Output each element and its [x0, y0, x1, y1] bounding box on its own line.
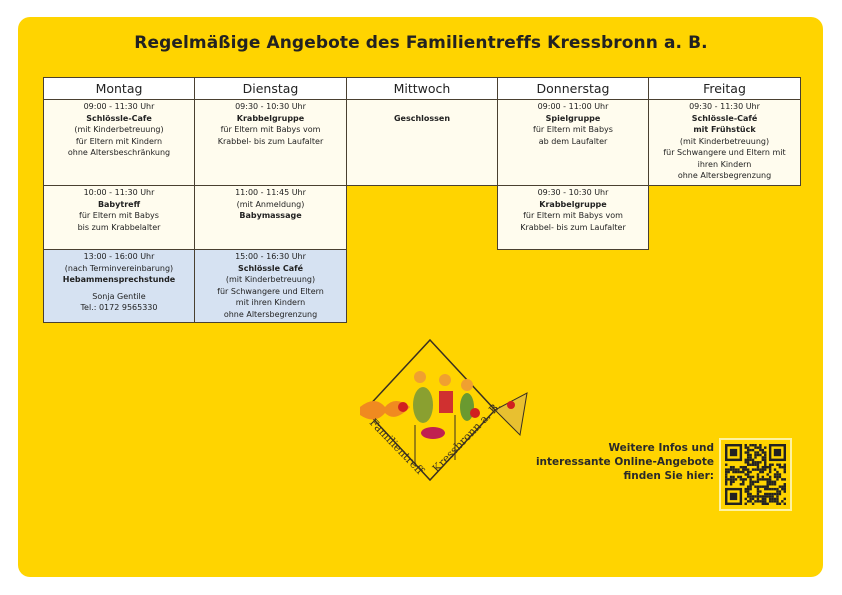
offer-time: 13:00 - 16:00 Uhr	[83, 252, 155, 261]
offer-name: mit Frühstück	[693, 125, 756, 134]
offer-cell: 09:00 - 11:00 Uhr Spielgruppe für Eltern…	[497, 99, 649, 186]
offer-note: (nach Terminvereinbarung)	[64, 263, 174, 273]
offer-cell: 09:00 - 11:30 Uhr Schlössle-Cafe (mit Ki…	[43, 99, 195, 186]
offer-name: Babytreff	[97, 199, 141, 209]
offer-time: 15:00 - 16:30 Uhr	[235, 252, 306, 261]
closed-label: Geschlossen	[393, 114, 451, 123]
offer-detail: für Eltern mit Babys	[533, 125, 613, 134]
offer-detail: Krabbel- bis zum Laufalter	[520, 222, 626, 232]
qr-code[interactable]	[719, 438, 792, 511]
header-mittwoch: Mittwoch	[346, 77, 498, 100]
familientreff-logo: Familientreff Kressbronn a. B.	[360, 338, 528, 482]
offer-cell: Geschlossen	[346, 99, 498, 186]
offer-detail: mit ihren Kindern	[235, 298, 306, 307]
offer-time: 09:30 - 10:30 Uhr	[235, 102, 306, 111]
offer-detail: für Eltern mit Babys vom	[523, 211, 623, 220]
offer-detail: für Schwangere und Eltern mit	[663, 148, 786, 157]
contact-name: Sonja Gentile	[92, 291, 146, 301]
info-line: Weitere Infos und	[608, 442, 714, 454]
header-donnerstag: Donnerstag	[497, 77, 649, 100]
offer-cell: 15:00 - 16:30 Uhr Schlössle Café (mit Ki…	[194, 249, 347, 323]
offer-name: Schlössle-Café	[691, 113, 758, 123]
offer-detail: ohne Altersbegrenzung	[223, 309, 318, 319]
offer-name: Babymassage	[239, 211, 302, 220]
offer-time: 09:00 - 11:30 Uhr	[83, 102, 155, 111]
offer-name: Krabbelgruppe	[539, 199, 607, 209]
header-dienstag: Dienstag	[194, 77, 347, 100]
offer-detail: ohne Altersbeschränkung	[67, 148, 171, 157]
offer-detail: für Schwangere und Eltern	[217, 286, 324, 296]
offer-detail: für Eltern mit Babys	[79, 211, 159, 220]
qr-code-icon	[725, 444, 786, 505]
offer-detail: (mit Kinderbetreuung)	[679, 136, 770, 146]
offer-cell: 10:00 - 11:30 Uhr Babytreff für Eltern m…	[43, 185, 195, 250]
offer-time: 10:00 - 11:30 Uhr	[83, 188, 155, 197]
info-line: interessante Online-Angebote	[535, 456, 714, 468]
offer-time: 11:00 - 11:45 Uhr	[235, 188, 306, 197]
offer-name: Spielgruppe	[545, 113, 601, 123]
header-montag: Montag	[43, 77, 195, 100]
offer-cell: 09:30 - 10:30 Uhr Krabbelgruppe für Elte…	[497, 185, 649, 250]
offer-cell: 13:00 - 16:00 Uhr (nach Terminvereinbaru…	[43, 249, 195, 323]
info-text: Weitere Infos und interessante Online-An…	[536, 441, 714, 483]
offer-detail: bis zum Krabbelalter	[77, 222, 161, 232]
offer-cell: 11:00 - 11:45 Uhr (mit Anmeldung) Babyma…	[194, 185, 347, 250]
offer-detail: ihren Kindern	[697, 159, 752, 169]
offer-detail: für Eltern mit Babys vom	[220, 125, 321, 134]
info-line: finden Sie hier:	[623, 470, 714, 482]
page-title: Regelmäßige Angebote des Familientreffs …	[134, 33, 708, 53]
offer-detail: (mit Kinderbetreuung)	[74, 125, 164, 134]
offer-time: 09:30 - 10:30 Uhr	[537, 188, 609, 197]
offer-time: 09:30 - 11:30 Uhr	[689, 102, 760, 111]
offer-name: Krabbelgruppe	[236, 113, 305, 123]
offer-time: 09:00 - 11:00 Uhr	[537, 102, 609, 111]
logo-text: Familientreff	[367, 416, 427, 478]
offer-detail: für Eltern mit Kindern	[75, 136, 163, 146]
offer-cell: 09:30 - 10:30 Uhr Krabbelgruppe für Elte…	[194, 99, 347, 186]
contact-phone: Tel.: 0172 9565330	[80, 303, 158, 312]
offer-cell: 09:30 - 11:30 Uhr Schlössle-Café mit Frü…	[648, 99, 801, 186]
offer-note: (mit Anmeldung)	[236, 199, 305, 209]
header-freitag: Freitag	[648, 77, 801, 100]
offer-detail: (mit Kinderbetreuung)	[225, 275, 316, 284]
offer-detail: Krabbel- bis zum Laufalter	[217, 136, 324, 146]
offer-detail: ohne Altersbegrenzung	[677, 171, 772, 180]
offer-detail: ab dem Laufalter	[538, 136, 608, 146]
offer-name: Schlössle Café	[237, 263, 304, 273]
offer-name: Hebammensprechstunde	[62, 275, 176, 284]
offer-name: Schlössle-Cafe	[86, 113, 152, 123]
